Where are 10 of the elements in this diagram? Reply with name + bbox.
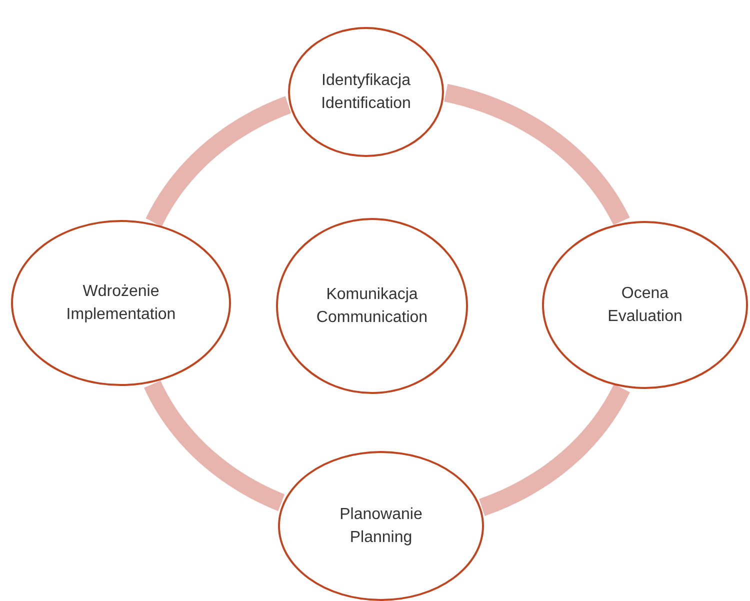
stage-label: Identyfikacja — [320, 70, 412, 91]
stage-label: Ocena — [620, 284, 670, 304]
stage-label: Communication — [315, 308, 429, 328]
stage-label: Implementation — [65, 305, 177, 325]
stage-label: Wdrożenie — [82, 282, 160, 302]
stage-label: Evaluation — [606, 307, 684, 327]
stage-label: Komunikacja — [325, 284, 419, 305]
stage-label: Planowanie — [338, 504, 424, 525]
stage-label: Identification — [320, 94, 412, 114]
stage-label: Planning — [348, 528, 414, 548]
